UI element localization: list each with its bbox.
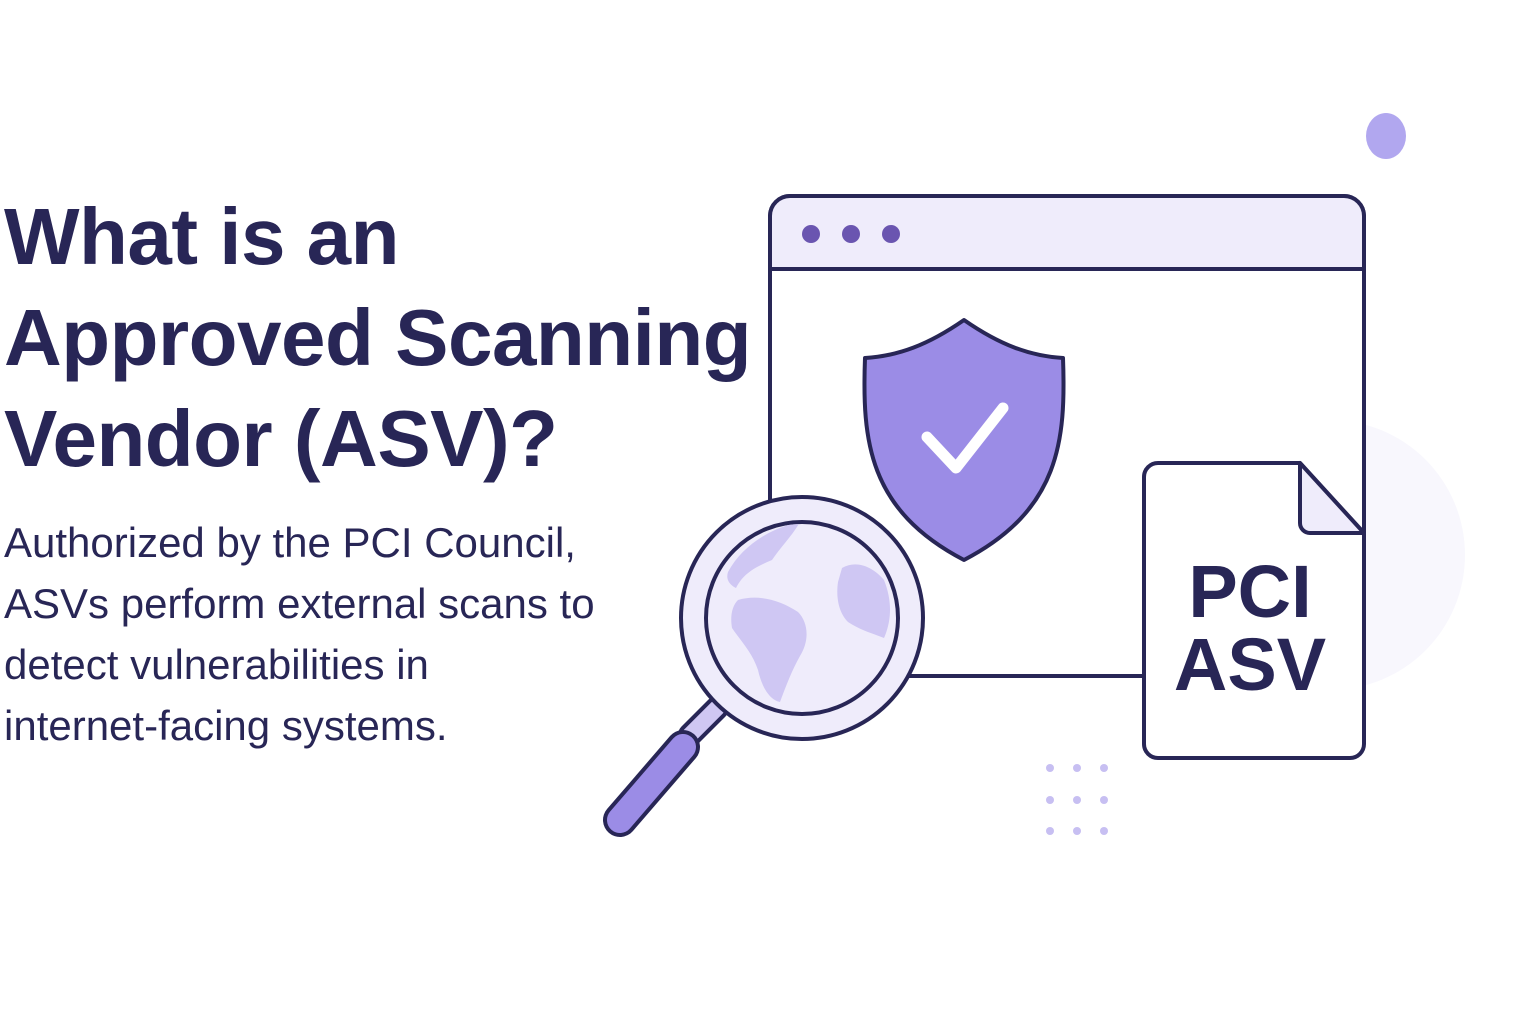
document-icon: PCI ASV bbox=[1142, 461, 1366, 760]
document-label: ASV bbox=[1174, 623, 1326, 706]
page-title: What is an Approved Scanning Vendor (ASV… bbox=[4, 186, 764, 489]
window-dot-icon bbox=[842, 225, 860, 243]
title-line: Approved Scanning bbox=[4, 293, 752, 382]
description: Authorized by the PCI Council, ASVs perf… bbox=[4, 512, 724, 756]
magnifying-glass-icon bbox=[603, 495, 925, 837]
description-line: internet-facing systems. bbox=[4, 702, 448, 749]
shield-check-icon bbox=[862, 318, 1066, 562]
decor-dot-icon bbox=[1366, 113, 1406, 159]
window-dot-icon bbox=[802, 225, 820, 243]
dot-grid-icon bbox=[1046, 764, 1108, 835]
document-label: PCI bbox=[1188, 550, 1311, 633]
globe-icon bbox=[727, 524, 890, 702]
description-line: detect vulnerabilities in bbox=[4, 641, 429, 688]
title-line: What is an bbox=[4, 192, 400, 281]
description-line: Authorized by the PCI Council, bbox=[4, 519, 576, 566]
window-dot-icon bbox=[882, 225, 900, 243]
description-line: ASVs perform external scans to bbox=[4, 580, 595, 627]
title-line: Vendor (ASV)? bbox=[4, 394, 558, 483]
